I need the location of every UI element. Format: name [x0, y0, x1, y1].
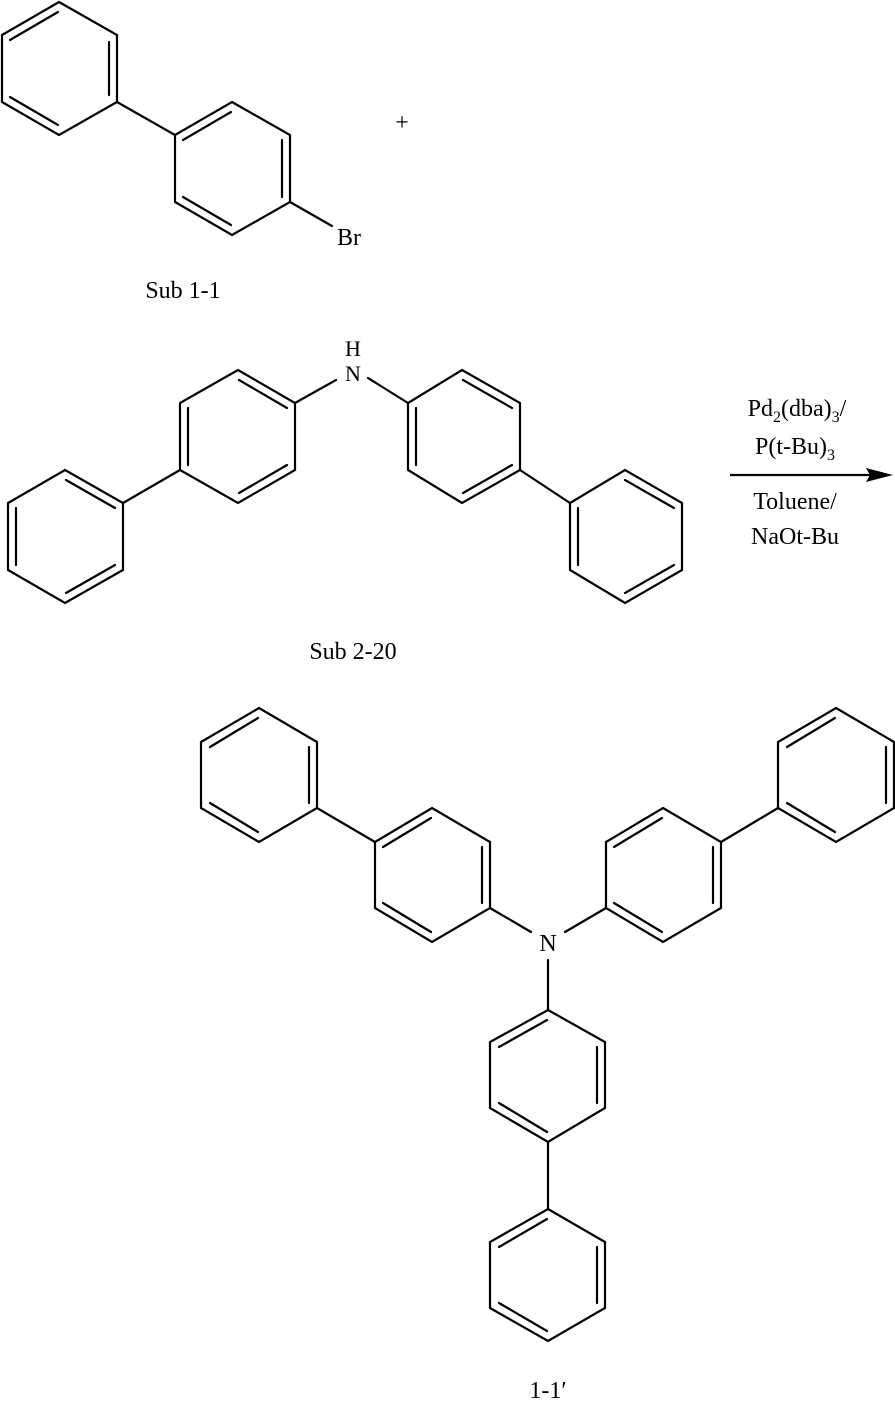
nitrogen-atom-label: N — [345, 361, 361, 386]
benzene-ring — [406, 368, 522, 505]
benzene-ring — [373, 806, 492, 944]
benzene-ring — [776, 706, 895, 844]
benzene-ring — [199, 706, 319, 844]
ligand-condition: P(t-Bu)3 — [755, 434, 835, 464]
biaryl-bond — [115, 100, 177, 137]
solvent-condition: Toluene/ — [753, 489, 837, 515]
nitrogen-atom-label: N — [539, 931, 556, 957]
c-n-bond — [293, 378, 338, 405]
plus-sign: + — [395, 110, 409, 136]
benzene-ring — [173, 100, 292, 237]
sub-1-1-structure: Br — [0, 0, 361, 251]
n-c-bond — [366, 376, 410, 405]
biaryl-bond — [719, 806, 780, 844]
product-label: 1-1′ — [529, 1378, 566, 1404]
c-n-bond — [488, 906, 533, 934]
biaryl-bond — [518, 468, 572, 505]
sub-1-1-label: Sub 1-1 — [145, 278, 220, 304]
sub-2-20-structure: H N — [6, 336, 684, 605]
n-c-bond — [563, 906, 608, 934]
benzene-ring — [604, 806, 723, 944]
biaryl-bond — [315, 806, 377, 844]
benzene-ring — [568, 468, 684, 605]
product-structure: N — [199, 706, 895, 1343]
hydrogen-atom-label: H — [345, 336, 361, 361]
benzene-ring — [0, 0, 119, 137]
benzene-ring — [488, 1207, 607, 1343]
arrowhead-icon — [866, 468, 893, 482]
c-br-bond — [288, 200, 334, 228]
benzene-ring — [488, 1008, 607, 1144]
sub-2-20-label: Sub 2-20 — [309, 639, 396, 665]
benzene-ring — [178, 368, 297, 505]
biaryl-bond — [121, 468, 182, 505]
bromine-atom-label: Br — [337, 225, 361, 251]
benzene-ring — [6, 468, 125, 605]
catalyst-condition: Pd2(dba)3/ — [748, 396, 847, 426]
reaction-arrow — [730, 468, 893, 482]
base-condition: NaOt-Bu — [751, 524, 839, 550]
